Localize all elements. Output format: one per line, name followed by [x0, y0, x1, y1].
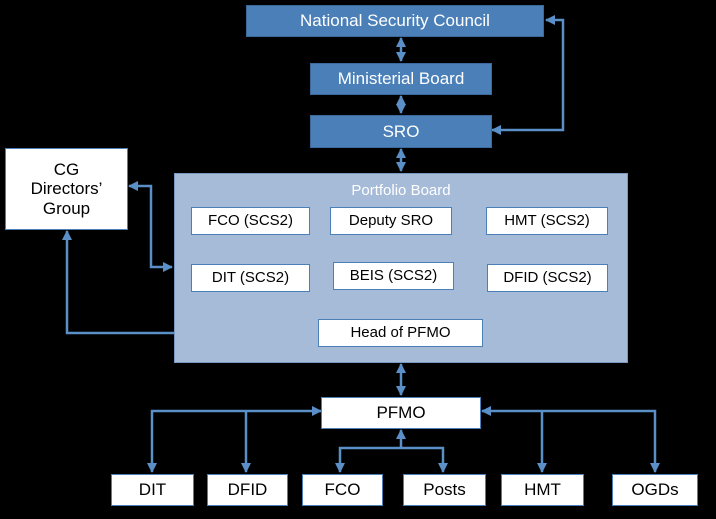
member-dit-scs2: DIT (SCS2) [191, 264, 310, 292]
member-fco-scs2: FCO (SCS2) [191, 207, 310, 235]
cg-directors-group-box: CG Directors’ Group [5, 148, 128, 230]
sro-box: SRO [310, 115, 492, 148]
connectors [62, 15, 660, 473]
member-hmt-scs2: HMT (SCS2) [486, 207, 608, 235]
bottom-dfid: DFID [207, 474, 288, 506]
bottom-hmt: HMT [501, 474, 584, 506]
portfolio-board-title: Portfolio Board [351, 182, 451, 199]
bottom-fco: FCO [302, 474, 383, 506]
bottom-ogds: OGDs [612, 474, 698, 506]
arrow-pfmo-ogds [481, 406, 660, 473]
pfmo-box: PFMO [321, 397, 481, 429]
member-beis-scs2: BEIS (SCS2) [333, 262, 454, 290]
head-of-pfmo-box: Head of PFMO [318, 319, 483, 347]
bottom-dit: DIT [111, 474, 194, 506]
bottom-posts: Posts [403, 474, 486, 506]
nsc-box: National Security Council [246, 5, 544, 37]
member-deputy-sro: Deputy SRO [330, 207, 452, 235]
arrow-sro-nsc [491, 15, 565, 135]
arrow-cg-portfolio [128, 181, 173, 272]
member-dfid-scs2: DFID (SCS2) [487, 264, 608, 292]
arrow-fco-posts [335, 446, 448, 473]
ministerial-board-box: Ministerial Board [310, 63, 492, 95]
arrow-pfmo-dit [147, 406, 322, 473]
